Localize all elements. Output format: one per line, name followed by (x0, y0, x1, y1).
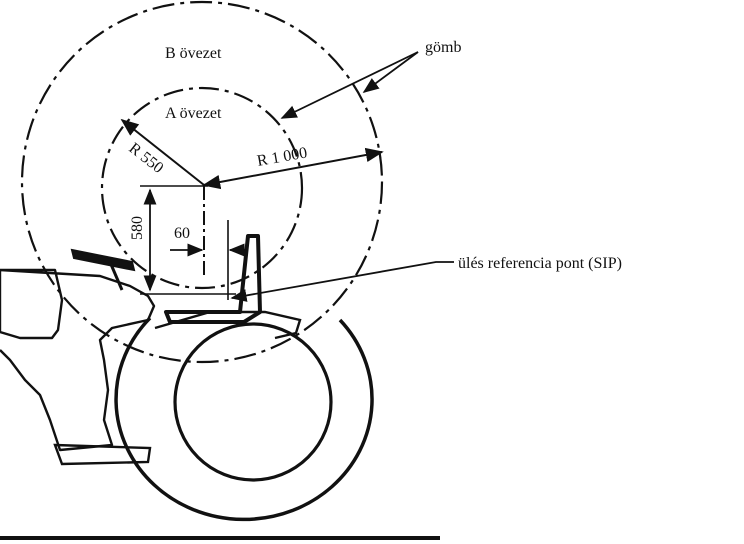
steering-wheel (70, 248, 136, 272)
sip-label: ülés referencia pont (SIP) (458, 255, 622, 272)
radius-small-arrow (120, 118, 205, 186)
radius-small-label: R 550 (126, 140, 167, 177)
dim-vertical-label: 580 (129, 216, 146, 240)
zone-b-label: B övezet (165, 45, 222, 62)
sphere-leader-1 (280, 51, 419, 119)
tractor-body (0, 268, 156, 452)
dim-horizontal-label: 60 (174, 225, 190, 242)
tractor-step (53, 443, 152, 466)
sphere-leader-2 (362, 51, 419, 93)
radius-large-arrow (202, 147, 384, 190)
zone-a-label: A övezet (165, 105, 222, 122)
steering-column (108, 261, 124, 291)
rear-wheel-outer (114, 316, 374, 522)
seat (164, 234, 262, 324)
rear-wheel-rim (173, 322, 333, 482)
sphere-label: gömb (425, 39, 461, 56)
sip-leader (230, 261, 454, 302)
tractor-fender (154, 310, 302, 340)
